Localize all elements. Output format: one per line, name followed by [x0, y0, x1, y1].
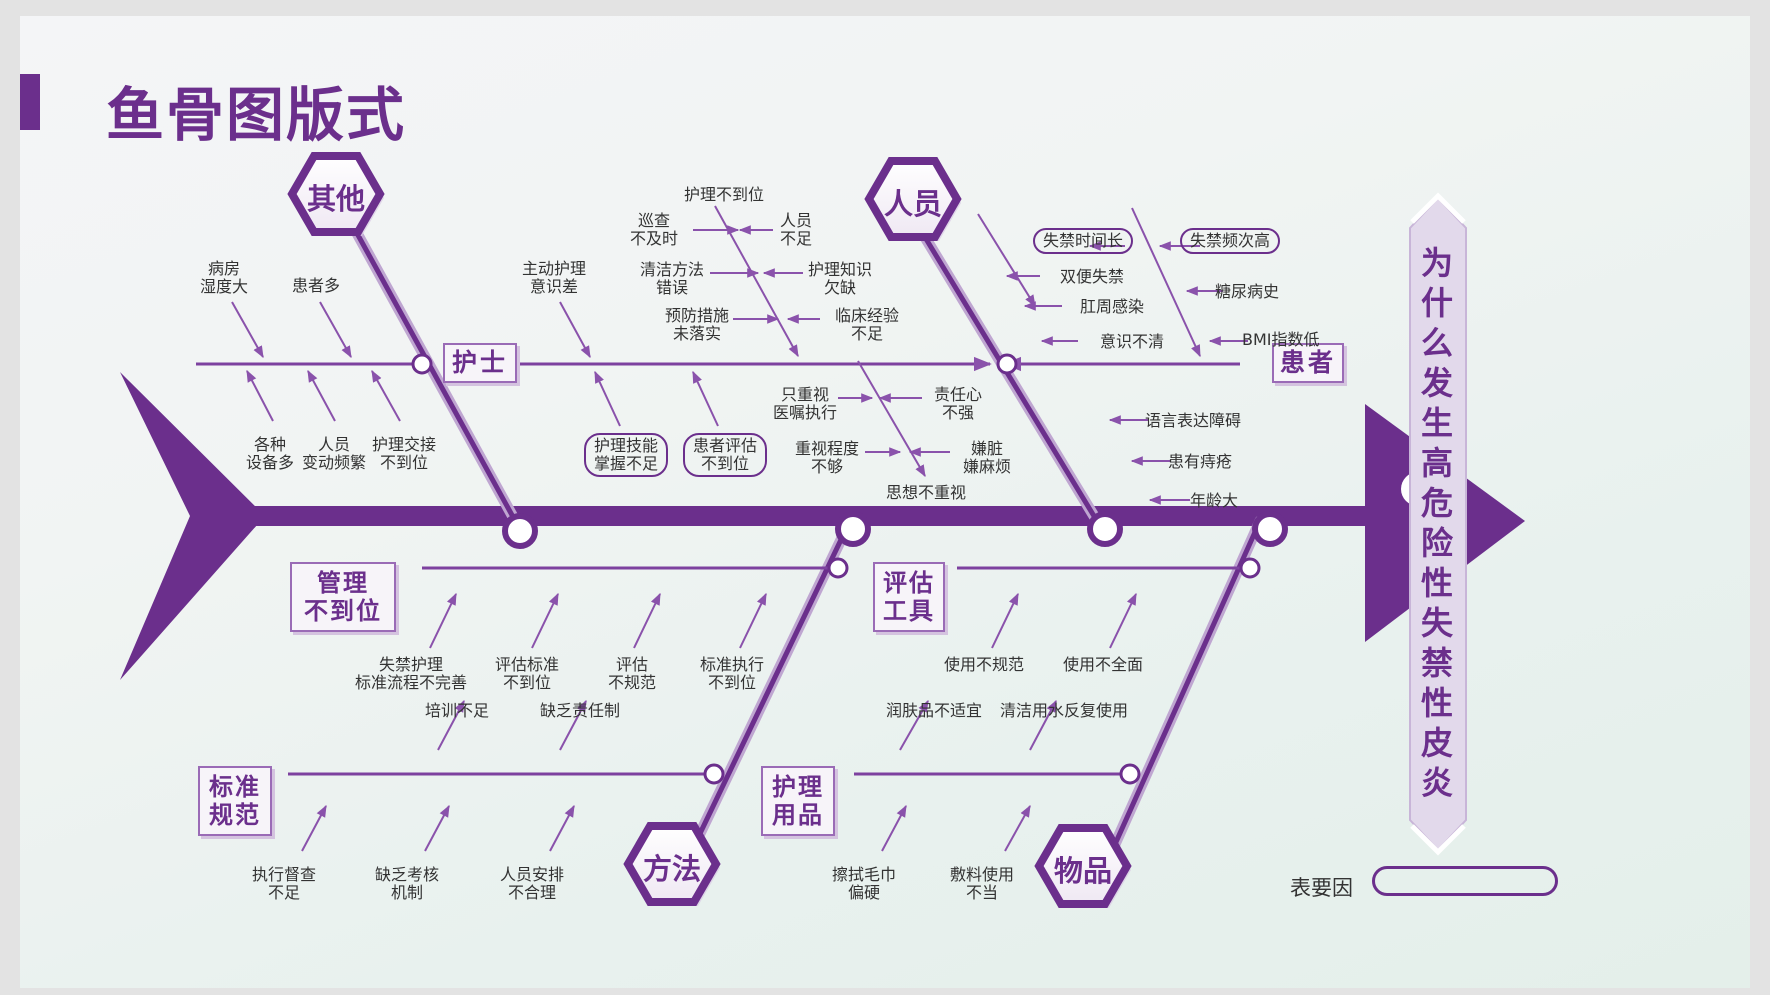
- cause-label: 清洁用水反复使用: [1000, 701, 1129, 720]
- category-fangfa: 方法: [643, 852, 702, 886]
- cause-label: 清洁方法 错误: [640, 260, 705, 297]
- cause-label: 缺乏责任制: [540, 701, 621, 720]
- cause-label: 预防措施 未落实: [665, 306, 730, 343]
- cause-label: 敷料使用 不当: [950, 865, 1015, 902]
- title-accent-bar: [20, 74, 40, 130]
- hexagon-badge-fangfa: [623, 822, 721, 906]
- fish-tail: [120, 372, 265, 680]
- category-hushi: 护士: [443, 343, 517, 383]
- cause-label: 患有痔疮: [1168, 452, 1233, 471]
- cause-label: 评估 不规范: [608, 655, 657, 692]
- legend-label: 表要因: [1290, 876, 1353, 900]
- hexagon-badge-qita: [287, 152, 385, 236]
- cause-label: 培训不足: [425, 701, 490, 720]
- cause-label: 临床经验 不足: [835, 306, 900, 343]
- category-wupin: 物品: [1054, 854, 1113, 888]
- cause-label: 人员 不足: [780, 211, 813, 248]
- cause-label: 糖尿病史: [1215, 282, 1280, 301]
- fish-spine: [200, 506, 1370, 526]
- category-huanzhe: 患者: [1272, 343, 1344, 383]
- cause-label: 巡查 不及时: [630, 211, 679, 248]
- cause-label: 使用不规范: [944, 655, 1025, 674]
- cause-label: 年龄大: [1190, 491, 1239, 510]
- cause-label: 缺乏考核 机制: [375, 865, 440, 902]
- cause-label: 擦拭毛巾 偏硬: [832, 865, 897, 902]
- cause-label: 失禁护理 标准流程不完善: [355, 655, 468, 692]
- junction-nodes: [411, 353, 1288, 785]
- key-cause-label: 护理技能 掌握不足: [584, 433, 669, 477]
- cause-label: 评估标准 不到位: [495, 655, 560, 692]
- key-cause-label: 患者评估 不到位: [683, 433, 768, 477]
- cause-label: 各种 设备多: [246, 435, 295, 472]
- effect-title: 为什么发生高危险性失禁性皮炎: [1416, 246, 1454, 806]
- cause-label: 语言表达障碍: [1145, 411, 1242, 430]
- cause-label: 人员安排 不合理: [500, 865, 565, 902]
- cause-label: 肛周感染: [1080, 297, 1145, 316]
- cause-label: 嫌脏 嫌麻烦: [963, 439, 1012, 476]
- page-title: 鱼骨图版式: [106, 81, 407, 149]
- slide: 鱼骨图版式: [20, 16, 1750, 988]
- cause-label: 使用不全面: [1063, 655, 1144, 674]
- cause-label: 护理交接 不到位: [372, 435, 437, 472]
- main-bones: [347, 220, 1266, 877]
- category-pinggu: 评估 工具: [873, 562, 945, 632]
- hexagon-badge-wupin: [1034, 824, 1132, 908]
- effect-banner: [1409, 192, 1467, 856]
- cause-label: 执行督查 不足: [252, 865, 317, 902]
- category-qita: 其他: [307, 182, 366, 216]
- cause-label: 患者多: [292, 276, 341, 295]
- cause-label: 人员 变动频繁: [302, 435, 367, 472]
- sub-bones: [196, 356, 1245, 776]
- cause-label: 重视程度 不够: [795, 439, 860, 476]
- key-cause-label: 失禁时间长: [1033, 228, 1134, 254]
- cause-label: 责任心 不强: [934, 385, 983, 422]
- hexagon-badge-renyuan: [864, 157, 962, 241]
- category-biaozhun: 标准 规范: [198, 766, 272, 836]
- cause-label: 标准执行 不到位: [700, 655, 765, 692]
- cause-label: 护理不到位: [684, 185, 765, 204]
- category-guanli: 管理 不到位: [290, 562, 396, 632]
- cause-label: 只重视 医嘱执行: [773, 385, 838, 422]
- cause-label: 润肤品不适宜: [886, 701, 983, 720]
- cause-label: 护理知识 欠缺: [808, 260, 873, 297]
- legend-swatch: [1372, 866, 1558, 896]
- cause-arrows: [231, 225, 1248, 852]
- category-hulipin: 护理 用品: [761, 766, 835, 836]
- cause-label: 病房 湿度大: [200, 259, 249, 296]
- cause-label: 意识不清: [1100, 332, 1165, 351]
- fishbone-diagram: [120, 152, 1525, 908]
- cause-label: 主动护理 意识差: [522, 259, 587, 296]
- cause-label: 双便失禁: [1060, 267, 1125, 286]
- category-renyuan: 人员: [884, 187, 943, 221]
- cause-label: BMI指数低: [1242, 330, 1320, 349]
- key-cause-label: 失禁频次高: [1180, 228, 1281, 254]
- cause-label: 思想不重视: [886, 483, 967, 502]
